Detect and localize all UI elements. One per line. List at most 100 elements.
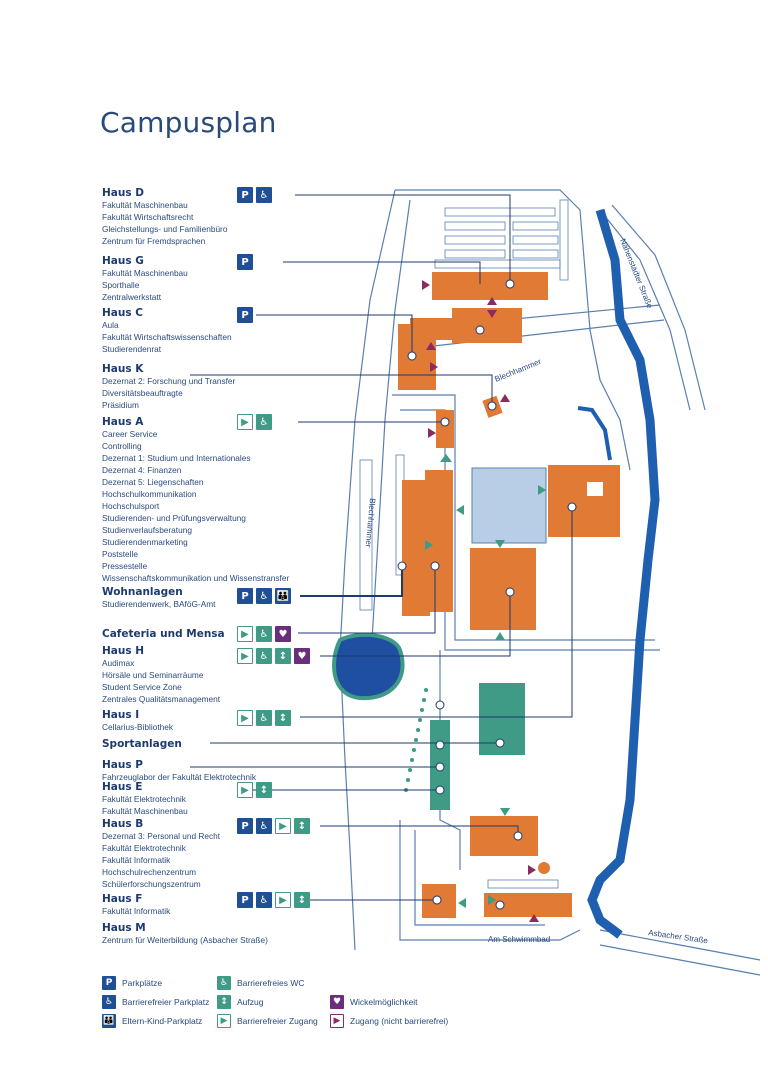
accessible-entrance-icon: ▶ (237, 414, 253, 430)
river-branch (577, 406, 612, 461)
courtyard (587, 482, 603, 496)
legend-label: Zugang (nicht barrierefrei) (350, 1016, 449, 1026)
parent-child-parking-icon: 👪 (102, 1014, 116, 1028)
building-department: Zentrales Qualitätsmanagement (102, 694, 221, 704)
accessible-parking-icon: ♿ (256, 187, 272, 203)
icons-haus-c: P (237, 307, 253, 323)
legend-parent-child-parking: 👪 Eltern-Kind-Parkplatz (102, 1014, 202, 1028)
building-name: Haus E (102, 781, 143, 793)
elevator-icon: ↕ (275, 710, 291, 726)
building-department: Studierenden- und Prüfungsverwaltung (102, 513, 246, 523)
building-name: Haus G (102, 255, 144, 267)
parking-icon: P (237, 187, 253, 203)
icons-haus-g: P (237, 254, 253, 270)
building-mensa (470, 548, 536, 630)
elevator-icon: ↕ (217, 995, 231, 1009)
parking-icon: P (237, 307, 253, 323)
leader-lines (190, 194, 573, 901)
icons-mensa: ▶ ♿ ♥ (237, 626, 291, 642)
parking-icon: P (237, 254, 253, 270)
building-department: Hochschulkommunikation (102, 489, 197, 499)
building-department: Studienverlaufsberatung (102, 525, 192, 535)
building-department: Hochschulrechenzentrum (102, 867, 197, 877)
parking-icon: P (237, 892, 253, 908)
street-label-asbacher: Asbacher Straße (648, 928, 709, 945)
building-entry: Cafeteria und Mensa (102, 628, 292, 640)
icons-wohnanlagen: P ♿ 👪 (237, 588, 291, 604)
leader-wohnanlagen (300, 566, 403, 597)
building-department: Zentrum für Fremdsprachen (102, 236, 206, 246)
road-south-b (399, 820, 581, 941)
building-department: Dezernat 5: Liegenschaften (102, 477, 204, 487)
building-haus-a-north (436, 410, 454, 448)
legend-changing-table: ♥ Wickelmöglichkeit (330, 995, 418, 1009)
legend-label: Eltern-Kind-Parkplatz (122, 1016, 203, 1026)
building-haus-a (425, 470, 453, 612)
building-department: Poststelle (102, 549, 138, 559)
accessible-entrance-icon: ▶ (275, 892, 291, 908)
parking-column (359, 459, 373, 611)
parent-child-parking-icon: 👪 (275, 588, 291, 604)
building-department: Fakultät Maschinenbau (102, 200, 188, 210)
building-name: Haus C (102, 307, 143, 319)
parking-row (512, 221, 559, 231)
changing-table-icon: ♥ (330, 995, 344, 1009)
parking-icon: P (237, 588, 253, 604)
legend-label: Barrierefreies WC (237, 978, 305, 988)
accessible-entrance-icon: ▶ (275, 818, 291, 834)
building-haus-c-link (410, 318, 460, 340)
leader-haus-c (256, 314, 413, 355)
legend-accessible-wc: ♿ Barrierefreies WC (217, 976, 305, 990)
building-department: Fakultät Maschinenbau (102, 268, 188, 278)
building-name: Haus B (102, 818, 144, 830)
accessible-entrance-icon: ▶ (237, 782, 253, 798)
building-department: Career Service (102, 429, 158, 439)
elevator-icon: ↕ (294, 892, 310, 908)
parking-icon: P (102, 976, 116, 990)
legend-entrance-not-accessible: ▶ Zugang (nicht barrierefrei) (330, 1014, 448, 1028)
building-name: Sportanlagen (102, 738, 182, 750)
non-accessible-entrances (422, 280, 539, 922)
building-department: Sporthalle (102, 280, 140, 290)
tree-row (404, 688, 428, 792)
parking-row (444, 207, 556, 217)
legend-label: Barrierefreier Parkplatz (122, 997, 210, 1007)
building-department: Fakultät Wirtschaftsrecht (102, 212, 194, 222)
leader-haus-i (300, 507, 573, 718)
icons-haus-f: P ♿ ▶ ↕ (237, 892, 310, 908)
building-department: Audimax (102, 658, 135, 668)
building-haus-b (470, 816, 538, 856)
icons-haus-b: P ♿ ▶ ↕ (237, 818, 310, 834)
parking-row (444, 221, 506, 231)
building-haus-g (432, 272, 548, 300)
accessible-parking-icon: ♿ (102, 995, 116, 1009)
parking-row (487, 879, 559, 889)
page-title: Campusplan (100, 106, 277, 139)
icons-haus-h: ▶ ♿ ↕ ♥ (237, 648, 310, 664)
leader-dots (397, 279, 577, 910)
legend-label: Barrierefreier Zugang (237, 1016, 318, 1026)
parking-row (512, 235, 559, 245)
accessible-wc-icon: ♿ (256, 710, 272, 726)
building-department: Schülerforschungszentrum (102, 879, 201, 889)
building-department: Hörsäle und Seminarräume (102, 670, 204, 680)
elevator-icon: ↕ (275, 648, 291, 664)
accessible-wc-icon: ♿ (256, 648, 272, 664)
building-department: Aula (102, 320, 119, 330)
building-department: Fakultät Elektrotechnik (102, 843, 186, 853)
accessible-parking-icon: ♿ (256, 588, 272, 604)
building-name: Haus A (102, 416, 144, 428)
river (587, 208, 660, 939)
building-department: Pressestelle (102, 561, 148, 571)
building-entry: Sportanlagen (102, 738, 292, 750)
accessible-parking-icon: ♿ (256, 892, 272, 908)
building-name: Haus K (102, 363, 144, 375)
legend-parking: P Parkplätze (102, 976, 162, 990)
building-department: Wissenschaftskommunikation und Wissenstr… (102, 573, 290, 583)
